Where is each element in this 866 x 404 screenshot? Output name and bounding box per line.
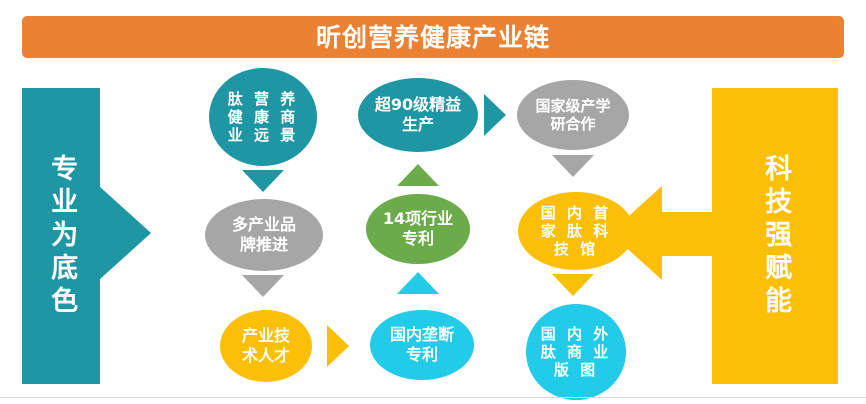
node-col3-bottom[interactable]: 国 内 外 肽 商 业 版 图 [526, 304, 626, 400]
node-col3-top[interactable]: 国家级产学 研合作 [517, 80, 629, 150]
left-panel: 专业为底色 [22, 88, 100, 384]
node-col1-top[interactable]: 肽 营 养 健 康 商 业 远 景 [209, 68, 317, 166]
page-title: 昕创营养健康产业链 [315, 22, 550, 52]
node-col2-mid[interactable]: 14项行业 专利 [366, 194, 470, 264]
connector-col3-top-to-mid [552, 155, 594, 177]
right-arrow-stem [660, 212, 716, 256]
connector-col2-mid-to-top [397, 164, 439, 186]
left-panel-label: 专业为底色 [46, 153, 78, 319]
connector-col3-mid-to-bottom [552, 274, 594, 296]
node-col2-top[interactable]: 超90级精益 生产 [358, 78, 478, 152]
arrow-right-icon [99, 186, 151, 280]
connector-col1-bottom-to-col2-bottom [327, 325, 349, 367]
connector-col2-top-to-col3-top [484, 94, 506, 136]
node-col1-bottom[interactable]: 产业技 术人才 [220, 310, 312, 382]
connector-col2-bottom-to-mid [397, 272, 439, 294]
connector-col1-mid-to-bottom [242, 275, 284, 297]
bottom-divider [0, 397, 866, 398]
right-panel-label: 科技强赋能 [760, 153, 792, 319]
title-banner: 昕创营养健康产业链 [22, 16, 844, 58]
node-col2-bottom[interactable]: 国内垄断 专利 [370, 310, 474, 380]
connector-col1-top-to-mid [242, 170, 284, 192]
right-panel: 科技强赋能 [712, 88, 838, 384]
node-col3-mid[interactable]: 国 内 首 家 肽 科 技 馆 [518, 192, 634, 270]
node-col1-mid[interactable]: 多产业品 牌推进 [205, 199, 323, 271]
